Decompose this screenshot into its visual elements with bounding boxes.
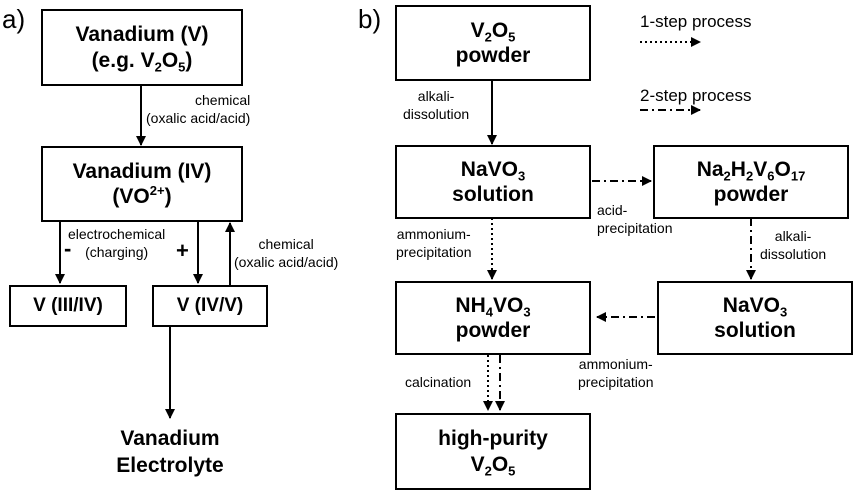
chemical-label-2: chemical (oxalic acid/acid) xyxy=(234,236,339,270)
panel-a-label: a) xyxy=(2,4,26,34)
plus-sign: + xyxy=(176,238,189,263)
vanadium-iv-formula: (VO2+) xyxy=(112,183,172,208)
chemical-label-1: chemical (oxalic acid/acid) xyxy=(146,92,251,126)
ammonium-precipitation-label-1: ammonium- precipitation xyxy=(396,226,472,260)
na2h2v6o17-formula: Na2H2V6O17 xyxy=(696,157,806,184)
alkali-dissolution-label-1: alkali- dissolution xyxy=(403,88,470,122)
high-purity-v2o5-box: high-purity V2O5 xyxy=(395,413,591,490)
nh4vo3-formula: NH4VO3 xyxy=(455,293,531,320)
navo3-formula-2: NaVO3 xyxy=(722,293,788,320)
navo3-formula-1: NaVO3 xyxy=(460,157,526,184)
legend-1step-label: 1-step process xyxy=(640,12,752,31)
vanadium-iv-title: Vanadium (IV) xyxy=(72,159,212,183)
electrochemical-label: electrochemical (charging) xyxy=(68,226,166,260)
ammonium-precipitation-label-2: ammonium- precipitation xyxy=(578,356,654,390)
vanadium-iv-box: Vanadium (IV) (VO2+) xyxy=(41,146,243,222)
acid-precipitation-label: acid- precipitation xyxy=(597,202,673,236)
v-iii-iv-box: V (III/IV) xyxy=(9,285,127,327)
navo3-solution-box-2: NaVO3 solution xyxy=(657,281,853,355)
alkali-dissolution-label-2: alkali- dissolution xyxy=(760,228,827,262)
v-iv-v-box: V (IV/V) xyxy=(152,285,268,327)
legend-2step-label: 2-step process xyxy=(640,86,752,105)
vanadium-v-example: (e.g. V2O5) xyxy=(91,48,193,75)
vanadium-electrolyte-label: Vanadium Electrolyte xyxy=(116,427,224,478)
v2o5-formula: V2O5 xyxy=(470,18,516,45)
minus-sign: - xyxy=(64,236,72,261)
na2h2v6o17-powder-box: Na2H2V6O17 powder xyxy=(653,145,849,219)
calcination-label: calcination xyxy=(405,374,472,390)
navo3-solution-box-1: NaVO3 solution xyxy=(395,145,591,219)
v2o5-powder-box: V2O5 powder xyxy=(395,5,591,81)
vanadium-v-box: Vanadium (V) (e.g. V2O5) xyxy=(41,9,243,86)
high-purity-formula: V2O5 xyxy=(470,452,516,479)
vanadium-v-title: Vanadium (V) xyxy=(75,23,209,47)
panel-b-label: b) xyxy=(358,4,382,34)
nh4vo3-powder-box: NH4VO3 powder xyxy=(395,281,591,355)
